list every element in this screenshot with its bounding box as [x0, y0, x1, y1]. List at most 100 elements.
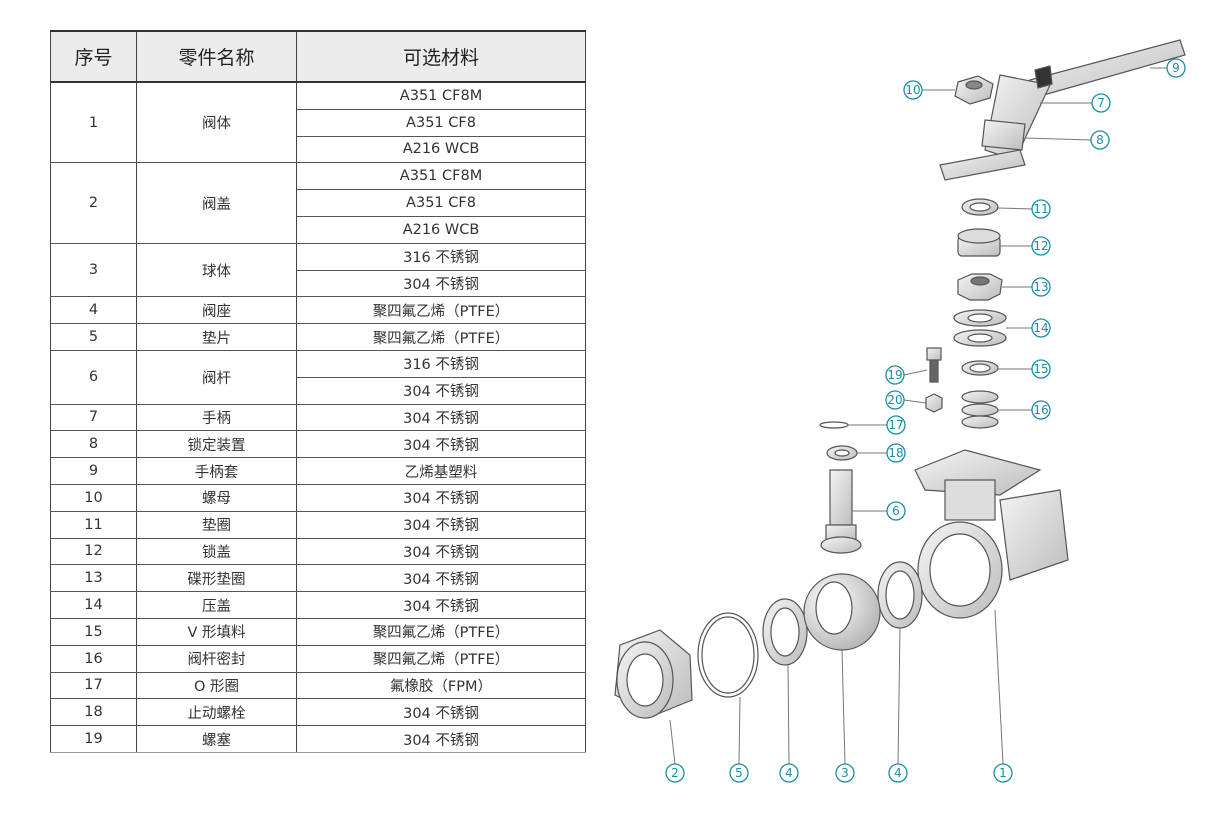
part-number: 2 — [50, 162, 137, 244]
part-material: 304 不锈钢 — [296, 404, 586, 432]
callout-5: 5 — [729, 696, 749, 783]
part-name: 球体 — [136, 243, 297, 298]
part-name: 螺塞 — [136, 725, 297, 753]
part-name: 阀杆密封 — [136, 645, 297, 673]
part-name: 手柄 — [136, 404, 297, 432]
header-materials: 可选材料 — [296, 30, 586, 83]
callout-8: 8 — [1024, 130, 1110, 150]
callout-number: 10 — [905, 83, 920, 97]
callout-number: 7 — [1097, 96, 1105, 110]
callout-7: 7 — [1040, 93, 1111, 113]
seat-rings-part — [762, 561, 923, 666]
part-material: 聚四氟乙烯（PTFE） — [296, 296, 586, 325]
callout-circle — [1031, 318, 1051, 338]
part-material: 聚四氟乙烯（PTFE） — [296, 645, 586, 673]
leader-line — [1024, 137, 1092, 141]
leader-line — [903, 369, 928, 376]
callout-circle — [1090, 130, 1110, 150]
part-material: 304 不锈钢 — [296, 538, 586, 566]
part-material: 316 不锈钢 — [296, 243, 586, 271]
leader-line — [841, 649, 846, 765]
leader-line — [787, 664, 790, 765]
part-name: 垫圈 — [136, 511, 297, 539]
callout-circle — [993, 763, 1013, 783]
callout-9: 9 — [1150, 58, 1186, 78]
part-number: 12 — [50, 538, 137, 566]
part-material: 304 不锈钢 — [296, 698, 586, 727]
callout-4: 4 — [888, 627, 908, 783]
part-material: 乙烯基塑料 — [296, 457, 586, 485]
bonnet-part — [614, 629, 693, 719]
table-row: A351 CF8 — [51, 109, 586, 137]
callout-number: 4 — [894, 766, 902, 780]
part-material: A351 CF8M — [296, 82, 586, 110]
nut-part — [954, 75, 994, 105]
callout-circle — [1091, 93, 1111, 113]
part-material: 聚四氟乙烯（PTFE） — [296, 323, 586, 351]
leader-line — [997, 207, 1033, 210]
callout-number: 14 — [1033, 321, 1048, 335]
callout-number: 16 — [1033, 403, 1048, 417]
valve-body-part — [914, 449, 1069, 619]
ball-part — [803, 573, 881, 651]
table-row: 304 不锈钢 — [51, 270, 586, 298]
callout-number: 13 — [1033, 280, 1048, 294]
leader-line — [994, 609, 1004, 765]
callout-circle — [1031, 359, 1051, 379]
callout-circle — [886, 415, 906, 435]
callout-circle — [886, 443, 906, 463]
callout-number: 4 — [785, 766, 793, 780]
part-material: A216 WCB — [296, 216, 586, 244]
part-number: 5 — [50, 323, 137, 351]
leader-line — [897, 627, 901, 765]
callout-number: 3 — [841, 766, 849, 780]
part-number: 3 — [50, 243, 137, 298]
callout-circle — [729, 763, 749, 783]
callout-19: 19 — [885, 365, 928, 385]
part-name: V 形填料 — [136, 618, 297, 646]
callout-circle — [779, 763, 799, 783]
part-number: 13 — [50, 564, 137, 593]
gasket-part — [697, 612, 759, 698]
part-name: 阀体 — [136, 82, 297, 164]
part-material: 304 不锈钢 — [296, 564, 586, 593]
part-name: 手柄套 — [136, 457, 297, 485]
table-header-row: 序号 零件名称 可选材料 — [50, 30, 586, 83]
part-number: 4 — [50, 296, 137, 325]
table-row: A216 WCB — [51, 136, 586, 164]
part-material: 304 不锈钢 — [296, 511, 586, 539]
part-material: A351 CF8 — [296, 189, 586, 217]
lock-device-part — [981, 119, 1026, 151]
part-name: 压盖 — [136, 591, 297, 619]
callout-number: 17 — [888, 418, 903, 432]
part-name: 阀座 — [136, 296, 297, 325]
table-row: A216 WCB — [51, 216, 586, 244]
part-material: 304 不锈钢 — [296, 484, 586, 512]
callout-11: 11 — [997, 199, 1051, 219]
callout-15: 15 — [998, 359, 1051, 379]
stem-part — [820, 469, 862, 554]
callout-13: 13 — [1002, 277, 1051, 297]
callout-number: 20 — [887, 393, 902, 407]
handle-part — [939, 39, 1186, 181]
callout-circle — [665, 763, 685, 783]
callout-4: 4 — [779, 664, 799, 783]
part-name: 阀盖 — [136, 162, 297, 244]
plug-screw-part — [819, 347, 943, 461]
callout-2: 2 — [665, 719, 685, 783]
callout-number: 6 — [892, 504, 900, 518]
callout-number: 15 — [1033, 362, 1048, 376]
stem-stack-parts — [953, 198, 1007, 429]
part-name: O 形圈 — [136, 672, 297, 700]
callout-circle — [885, 390, 905, 410]
